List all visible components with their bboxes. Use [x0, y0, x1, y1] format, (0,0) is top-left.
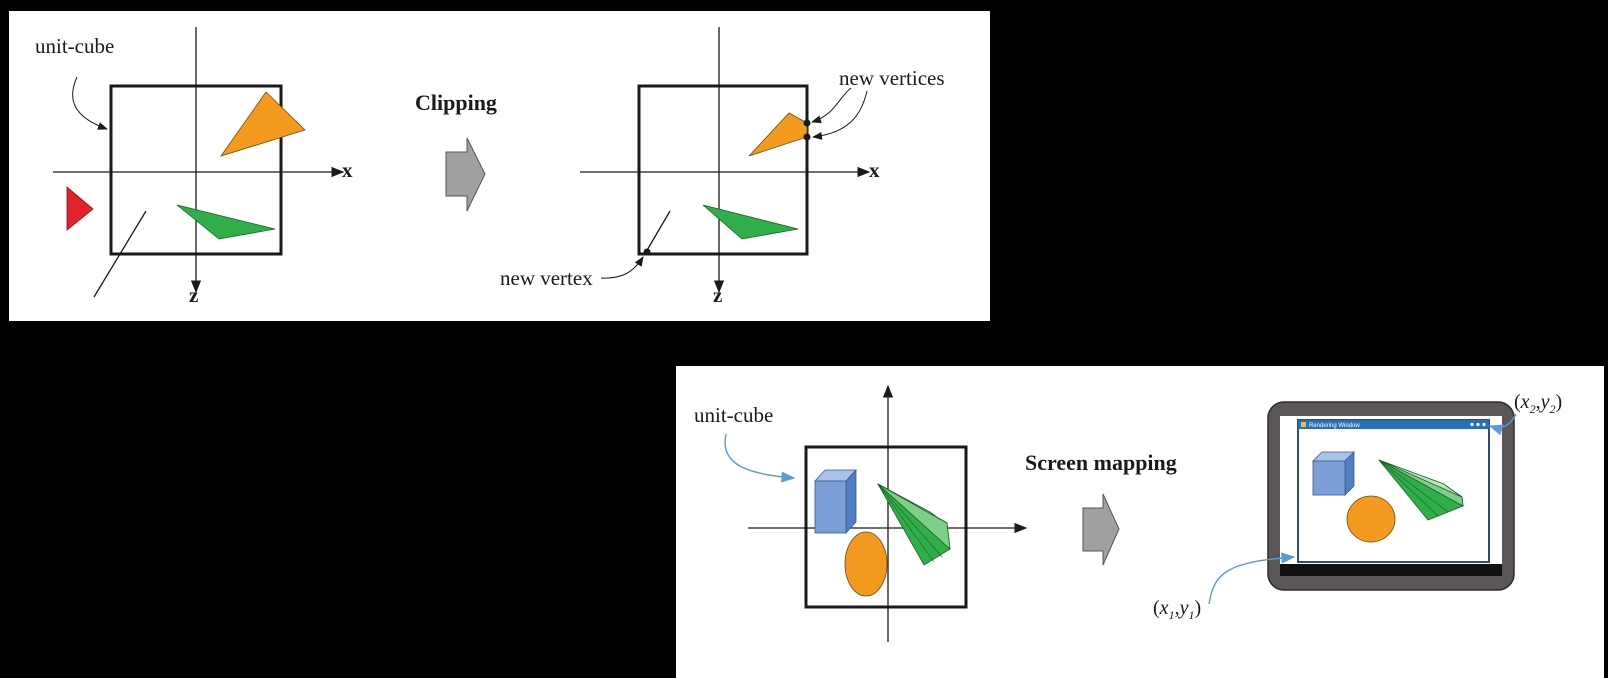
orange-clipped-triangle	[748, 112, 808, 157]
step-arrow-icon	[445, 137, 486, 212]
corner-top-right-leader	[1488, 413, 1517, 436]
clip-after-scene: new vertices new vertex x z	[500, 27, 945, 307]
green-triangle	[176, 204, 276, 240]
new-vertex-label: new vertex	[500, 266, 593, 290]
screen-mapping-diagram: unit-cube Screen mapping Rendering Windo…	[694, 384, 1562, 642]
clipping-panel: unit-cube x z Clipping new vertices new …	[9, 11, 990, 321]
window-minimize-icon[interactable]	[1470, 422, 1474, 427]
z-axis-label: z	[189, 283, 198, 307]
orange-circle	[1346, 495, 1396, 543]
clipping-title: Clipping	[415, 90, 497, 115]
screen-mapping-panel: unit-cube Screen mapping Rendering Windo…	[676, 366, 1604, 678]
step-arrow-icon	[1082, 493, 1120, 566]
orange-ellipse	[844, 531, 888, 597]
clip-before-scene: unit-cube x z	[35, 27, 353, 307]
unit-cube-leader	[72, 76, 108, 130]
clipped-line	[645, 210, 671, 253]
new-vertex-leader	[600, 256, 644, 279]
green-cone	[1378, 459, 1464, 521]
window-close-icon[interactable]	[1482, 422, 1486, 427]
x-axis-label: x	[869, 158, 880, 182]
screen-mapping-title: Screen mapping	[1025, 450, 1177, 475]
green-cone	[876, 482, 951, 566]
unit-cube-scene: unit-cube	[694, 384, 1028, 642]
monitor: Rendering Window	[1267, 401, 1515, 591]
unit-cube-leader	[724, 433, 796, 483]
screen-mapping-step: Screen mapping	[1025, 450, 1177, 566]
blue-cube	[1312, 451, 1355, 496]
orange-triangle	[219, 91, 306, 157]
unit-cube-square	[804, 445, 968, 609]
z-axis-label: z	[713, 283, 722, 307]
clipping-diagram: unit-cube x z Clipping new vertices new …	[35, 27, 945, 307]
monitor-taskbar	[1280, 564, 1502, 576]
new-vertices-leader	[811, 87, 852, 124]
diagonal-line	[93, 210, 147, 298]
new-vertices-leader	[812, 90, 868, 140]
window-title-bar	[1298, 420, 1489, 429]
unit-cube-square	[637, 84, 809, 256]
new-vertex-dot	[803, 133, 811, 141]
window-title: Rendering Window	[1309, 423, 1360, 429]
window-maximize-icon[interactable]	[1476, 422, 1480, 427]
window-app-icon	[1301, 422, 1306, 427]
unit-cube-label: unit-cube	[35, 34, 114, 58]
new-vertices-label: new vertices	[839, 66, 945, 90]
corner-top-right-label: (x2,y2)	[1514, 391, 1562, 416]
corner-bottom-left-label: (x1,y1)	[1153, 597, 1201, 622]
green-triangle	[702, 204, 799, 240]
clipping-step: Clipping	[415, 90, 497, 212]
corner-bottom-left-leader	[1208, 552, 1296, 605]
unit-cube-label: unit-cube	[694, 403, 773, 427]
new-vertex-dot	[643, 248, 651, 256]
new-vertex-dot	[803, 119, 811, 127]
x-axis-label: x	[342, 158, 353, 182]
blue-cube	[814, 468, 857, 535]
unit-cube-square	[109, 84, 283, 256]
red-triangle	[66, 186, 94, 231]
